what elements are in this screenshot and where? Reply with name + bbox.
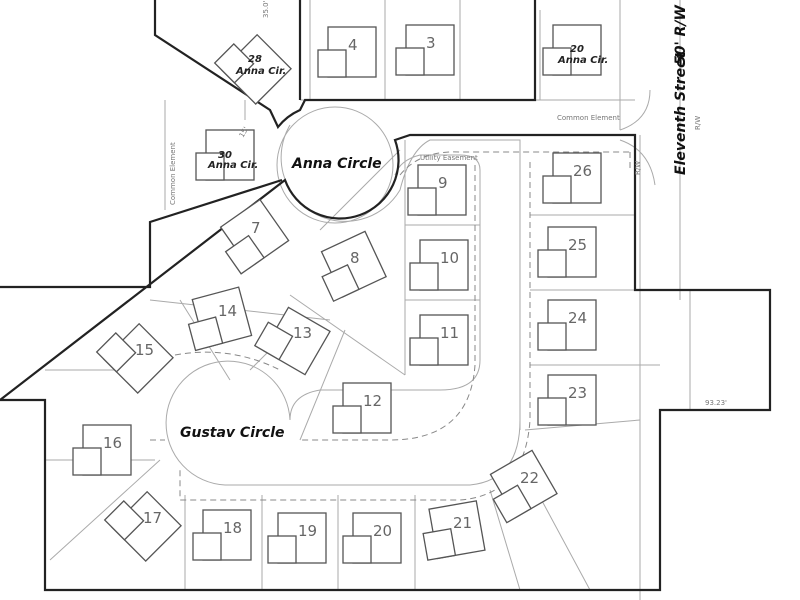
house-lot-18 [192,509,252,561]
house-lot-3 [395,24,455,76]
lot-number-23: 23 [568,384,587,402]
address-number: 20 [570,44,584,55]
house-lot-17 [103,490,182,562]
lot-number-10: 10 [440,249,459,267]
lot-number-16: 16 [103,434,122,452]
house-footprint [409,337,439,366]
dimension-label-top: 35.0' [262,0,270,18]
lot-number-7: 7 [251,219,261,237]
dimension-label: 93.23' [705,399,727,407]
house-20-anna [542,24,602,76]
house-lot-20 [342,512,402,564]
address-20-anna: 20 Anna Cir. [557,44,608,66]
house-footprint [192,532,222,561]
house-footprint [321,264,360,303]
address-number: 28 [248,54,262,65]
house-30-anna [195,129,255,181]
street-label-eleventh-street: Eleventh Street [673,50,689,175]
address-30-anna: 30 Anna Cir. [207,150,258,171]
lot-number-13: 13 [293,324,312,342]
house-footprint [317,49,347,78]
house-footprint [407,187,437,216]
lot-number-12: 12 [363,392,382,410]
street-label-anna-circle: Anna Circle [291,156,382,172]
house-lot-14 [187,286,253,352]
house-footprint [542,175,572,204]
house-footprint [395,47,425,76]
house-footprint [253,321,294,361]
property-boundary [0,0,772,592]
lot-labels: 3 4 7 8 9 10 11 12 13 14 15 16 17 18 19 20 21 22 23 24 25 26 [103,34,592,540]
houses [72,24,602,564]
house-footprint [213,43,255,84]
house-footprint [95,332,137,373]
house-footprint [537,249,567,278]
lot-number-4: 4 [348,36,358,54]
house-lot-11 [409,314,469,366]
house-28-anna [213,33,292,105]
address-street: Anna Cir. [207,160,258,171]
lot-number-11: 11 [440,324,459,342]
address-number: 30 [218,150,232,161]
lot-number-18: 18 [223,519,242,537]
house-footprint [267,535,297,564]
house-footprint [72,447,102,476]
lot-number-15: 15 [135,341,154,359]
address-street: Anna Cir. [557,55,608,66]
lot-number-22: 22 [520,469,539,487]
street-label-gustav-circle: Gustav Circle [180,425,285,441]
common-element-label-left: Common Element [169,142,177,205]
house-lot-10 [409,239,469,291]
house-lot-13 [253,306,331,376]
lot-number-25: 25 [568,236,587,254]
lot-number-14: 14 [218,302,237,320]
house-footprint [542,47,572,76]
house-lot-24 [537,299,597,351]
house-footprint [492,484,532,524]
house-footprint [537,397,567,426]
utility-easement-label: Utility Easement [420,154,478,162]
street-row-label: 50' R/W [673,4,689,65]
house-lot-8 [320,230,387,303]
house-lot-25 [537,226,597,278]
lot-number-9: 9 [438,174,448,192]
lot-number-3: 3 [426,34,436,52]
address-street: Anna Cir. [235,66,286,77]
house-lot-21 [422,500,486,561]
lot-number-26: 26 [573,162,592,180]
house-lot-22 [489,449,558,524]
address-28-anna: 28 Anna Cir. [235,54,286,77]
lot-number-21: 21 [453,514,472,532]
house-footprint [409,262,439,291]
lot-number-17: 17 [143,509,162,527]
rw-label-2: R/W [694,116,702,130]
house-footprint [332,405,362,434]
house-lot-4 [317,26,377,78]
lot-number-19: 19 [298,522,317,540]
house-lot-9 [407,164,467,216]
house-lot-7 [219,198,290,275]
house-footprint [224,234,265,275]
house-footprint [187,316,224,352]
house-footprint [422,527,457,561]
rw-label: R/W [634,161,642,175]
common-element-label: Common Element [557,114,620,122]
lot-number-20: 20 [373,522,392,540]
lot-number-24: 24 [568,309,587,327]
house-footprint [195,152,225,181]
house-lot-19 [267,512,327,564]
house-lot-16 [72,424,132,476]
house-footprint [342,535,372,564]
house-footprint [103,500,145,541]
house-footprint [537,322,567,351]
house-lot-15 [95,322,174,394]
house-lot-23 [537,374,597,426]
house-lot-26 [542,152,602,204]
lot-number-8: 8 [350,249,360,267]
house-lot-12 [332,382,392,434]
